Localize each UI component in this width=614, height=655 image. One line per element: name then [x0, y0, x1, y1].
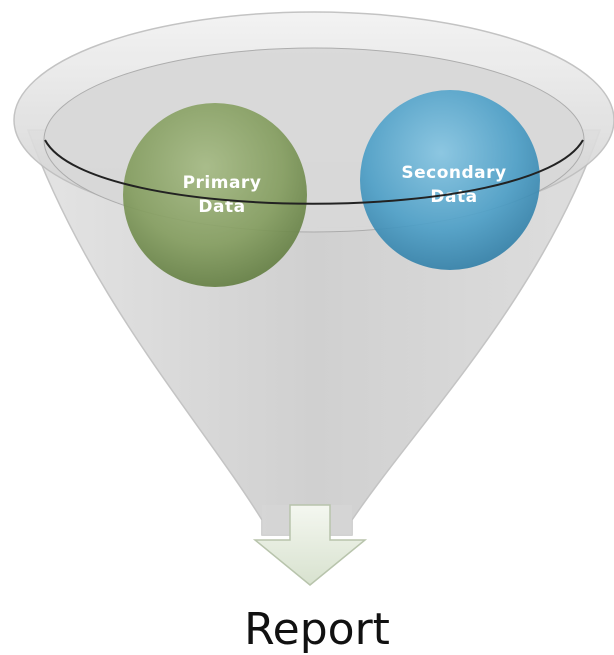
primary-data-label-line2: Data [198, 197, 245, 217]
down-arrow-icon [252, 504, 368, 586]
primary-data-bubble [123, 103, 307, 287]
output-report-label: Report [244, 604, 390, 655]
secondary-data-label-line1: Secondary [401, 163, 506, 183]
funnel-front-lip [44, 139, 584, 205]
secondary-data-bubble [360, 90, 540, 270]
primary-data-label-line1: Primary [183, 173, 262, 193]
